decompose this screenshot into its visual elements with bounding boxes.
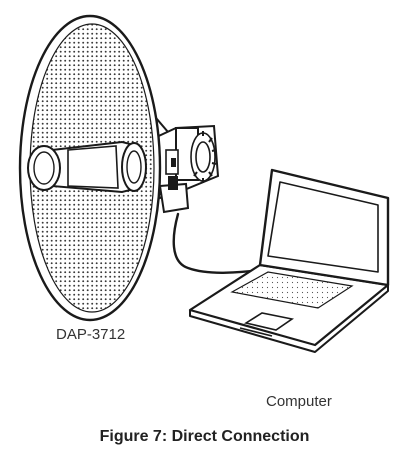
computer-label: Computer bbox=[266, 393, 332, 410]
dish-antenna-icon bbox=[18, 14, 220, 322]
laptop-icon bbox=[188, 168, 390, 353]
device-label: DAP-3712 bbox=[56, 326, 126, 343]
figure-caption: Figure 7: Direct Connection bbox=[99, 428, 310, 445]
ethernet-cable-icon bbox=[172, 212, 264, 274]
